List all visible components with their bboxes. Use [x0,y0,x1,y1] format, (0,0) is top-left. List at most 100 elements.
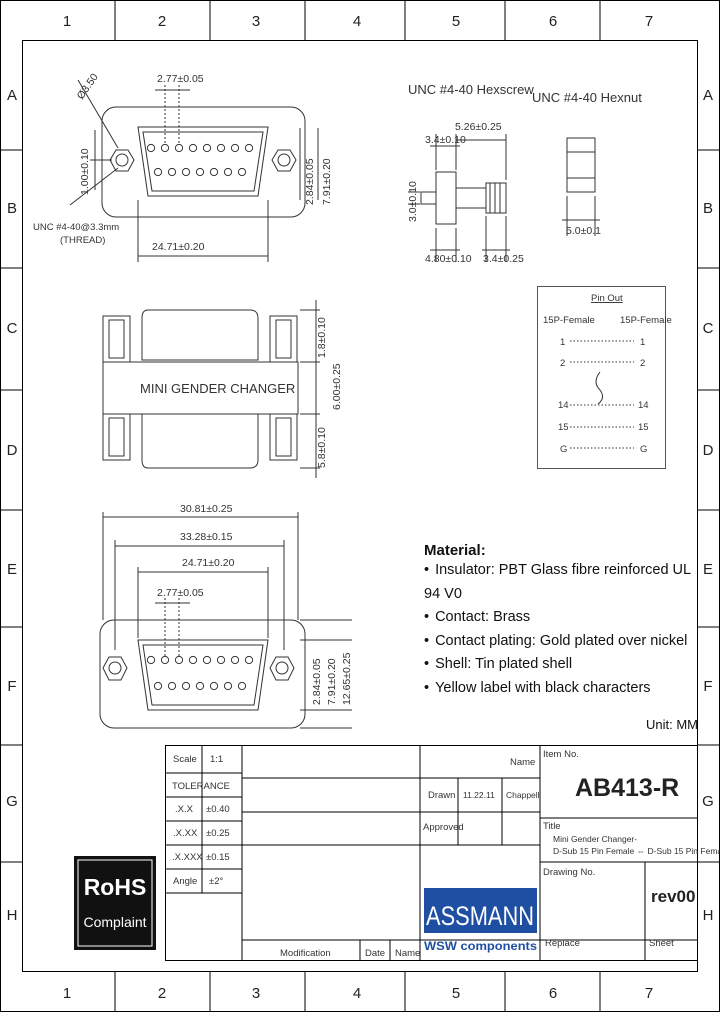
drawn-name: Chappell [506,790,540,800]
hexnut-d1: 5.0±0.1 [566,225,601,237]
tolerance-value: ±0.15 [206,852,230,863]
pins-row-1 [146,143,254,153]
dim-hole-pitch: 2.77±0.05 [157,73,204,85]
col-label: 6 [549,985,557,1002]
pinout-right-pin: G [640,444,647,455]
item-no-label: Item No. [543,749,579,760]
col-label: 4 [353,985,361,1002]
row-ticks [0,149,720,863]
top-view-dsub-shell [137,126,269,197]
thread-note: (THREAD) [60,235,105,246]
material-title: Material: [424,542,486,559]
side-screw-left-bottom [102,413,131,461]
pinout-right-pin: 2 [640,358,645,369]
assmann-sub: WSW components [424,939,537,953]
dim-front-h1: 2.84±0.05 [311,658,323,705]
row-label: H [703,907,714,924]
hexscrew-d2: 3.4±0.10 [425,134,466,146]
front-pins-row-1 [146,655,254,665]
pinout-break-mark [595,371,604,405]
front-pins-row-2 [153,681,247,691]
tolerance-label: TOLERANCE [172,781,230,792]
hexscrew-d1: 5.26±0.25 [455,121,502,133]
hexscrew-d4: 3.4±0.25 [483,253,524,265]
col-label: 1 [63,13,71,30]
name-label: Name [395,948,420,959]
rohs-subtitle: Complaint [83,914,146,930]
pinout-box [537,286,666,469]
scale-value: 1:1 [210,754,223,765]
tolerance-key: Angle [173,876,197,887]
pinout-left-pin: 1 [560,337,565,348]
dim-front-h3: 12.65±0.25 [341,652,353,705]
hexnut-drawing [562,137,600,236]
drawn-date: 11.22.11 [463,790,495,800]
front-right-screw [269,656,295,681]
revision: rev00 [651,887,695,906]
row-label: A [703,87,713,104]
col-label: 2 [158,985,166,1002]
pinout-col-left: 15P-Female [543,315,595,326]
col-label: 3 [252,13,260,30]
tolerance-value: ±2° [209,876,223,887]
row-label: C [703,320,714,337]
col-label: 7 [645,985,653,1002]
left-screw [109,149,135,172]
hexscrew-d3: 4.80±0.10 [425,253,472,265]
pinout-left-pin: G [560,444,567,455]
pinout-title: Pin Out [591,293,623,304]
pinout-right-pin: 15 [638,422,649,433]
column-ticks [114,0,601,1012]
row-label: H [7,907,18,924]
row-label: D [7,442,18,459]
side-view-connector [102,300,320,478]
dim-front-mid: 33.28±0.15 [180,531,233,543]
drawing-no-label: Drawing No. [543,867,595,878]
dim-side-1: 1.8±0.10 [316,317,328,358]
side-label-text: MINI GENDER CHANGER [140,381,295,396]
top-view-connector [69,79,319,262]
dim-height-outer: 7.91±0.20 [321,158,333,205]
name-header: Name [510,757,535,768]
side-screw-right-top [269,315,298,363]
pinout-left-pin: 14 [558,400,569,411]
drawn-label: Drawn [428,790,455,801]
row-label: F [703,678,712,695]
dim-screw-offset: 1.00±0.10 [79,148,91,195]
pinout-left-pin: 2 [560,358,565,369]
front-left-screw [102,656,128,681]
dim-front-h2: 7.91±0.20 [326,658,338,705]
unit-label: Unit: MM [646,717,698,732]
hexscrew-d5: 3.0±0.10 [407,181,419,222]
pinout-col-right: 15P-Female [620,315,672,326]
top-view-flange [101,106,306,218]
col-label: 4 [353,13,361,30]
tolerance-key: .X.XX [173,828,198,839]
title-block-grid [165,745,698,961]
title-line-1: Mini Gender Changer- [553,834,637,844]
row-label: A [7,87,17,104]
thread-spec: UNC #4-40@3.3mm [33,222,119,233]
inner-border [22,40,698,972]
tolerance-key: .X.XXX [172,852,203,863]
col-label: 1 [63,985,71,1002]
row-label: D [703,442,714,459]
modification-label: Modification [280,948,331,959]
dim-body-width: 24.71±0.20 [152,241,205,253]
hexscrew-head [435,171,457,225]
replace-label: Replace [545,938,580,949]
row-label: B [703,200,713,217]
hexnut-title: UNC #4-40 Hexnut [532,90,642,105]
material-item: Yellow label with black characters [424,677,694,701]
dim-front-total: 30.81±0.25 [180,503,233,515]
sheet-label: Sheet [649,938,674,949]
rohs-logo: RoHS Complaint [74,856,156,950]
title-line-2: D-Sub 15 Pin Female ⇔ D-Sub 15 Pin Femal… [553,846,720,856]
item-number: AB413-R [575,774,679,802]
assmann-brand: ASSMANN [426,901,534,931]
dim-height-inner: 2.84±0.05 [304,158,316,205]
material-section: Material: Insulator: PBT Glass fibre rei… [424,542,694,700]
col-label: 2 [158,13,166,30]
pinout-left-pin: 15 [558,422,569,433]
front-view-connector [99,512,352,729]
